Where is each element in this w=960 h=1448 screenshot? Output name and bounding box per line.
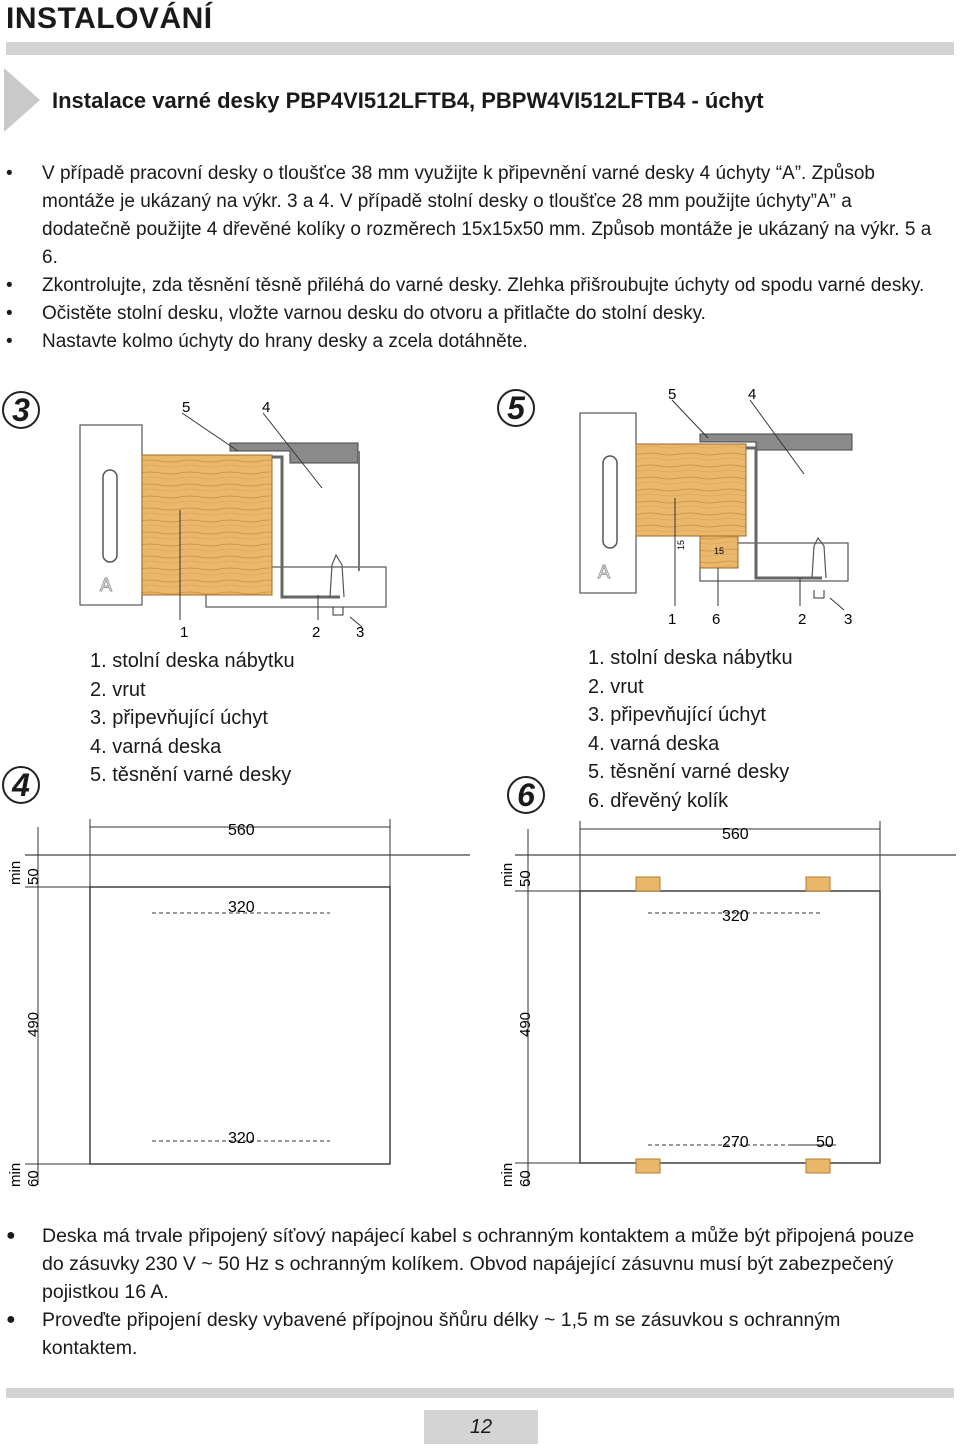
dim-bottom-label: min [499,1163,516,1187]
legend-item: 1. stolní deska nábytku [90,650,295,672]
figure-6-cutout-diagram: 560 320 270 50 min 50 490 min 60 [499,821,956,1187]
callout-5: 5 [668,386,676,403]
dim-top-offset: 50 [25,868,42,885]
dim-height: 490 [517,1012,534,1037]
instruction-item: • Zkontrolujte, zda těsnění těsně přiléhá… [0,272,960,300]
callout-6: 6 [712,611,720,628]
dim-bottom-offset: 60 [25,1170,42,1187]
dim-top-label: min [499,863,516,887]
callout-2: 2 [798,611,806,628]
dowel-dim-b: 15 [676,540,686,550]
instruction-item: • V případě pracovní desky o tloušťce 38 … [0,160,960,272]
figure-6-legend: 1. stolní deska nábytku 2. vrut 3. připe… [588,644,793,815]
note-text: Deska má trvale připojený síťový napájec… [42,1225,915,1303]
figure-3-clip-diagram: 5 4 1 2 3 A [79,399,387,641]
bullet-icon: • [6,331,13,352]
dim-inner-top: 320 [228,899,255,916]
instruction-text: Zkontrolujte, zda těsnění těsně přiléhá … [42,275,925,296]
note-text: Proveďte připojení desky vybavené přípoj… [42,1309,841,1359]
dim-bottom-label: min [7,1163,24,1187]
dim-top-label: min [7,861,24,885]
legend-item: 2. vrut [90,678,146,701]
bullet-icon: • [6,275,13,296]
clip-letter: A [598,562,610,582]
dowel-dim-a: 15 [714,546,724,556]
figure-3-number: 3 [2,391,40,429]
figure-4-cutout-diagram: 560 320 320 min 50 490 min 60 [7,819,470,1187]
bullet-icon: ● [6,1227,16,1244]
legend-item: 4. varná deska [90,735,222,758]
notes-list: ● Deska má trvale připojený síťový napáje… [0,1222,960,1362]
dim-inner-bottom: 270 [722,1134,749,1151]
legend-item: 3. připevňující úchyt [90,707,268,729]
legend-item: 5. těsnění varné desky [588,761,790,783]
dim-inner-bottom: 320 [228,1130,255,1147]
footer-rule [6,1388,954,1398]
legend-item: 6. dřevěný kolík [588,789,729,812]
page-number: 12 [424,1410,538,1444]
callout-3: 3 [356,624,364,641]
instruction-text: Očistěte stolní desku, vložte varnou des… [42,303,706,324]
legend-item: 5. těsnění varné desky [90,764,292,786]
figure-5-clip-diagram: 5 4 1 6 2 3 15 15 A [579,386,853,628]
legend-item: 1. stolní deska nábytku [588,647,793,669]
clip-letter: A [100,575,112,595]
note-item: ● Proveďte připojení desky vybavené přípo… [0,1306,960,1362]
dim-top-offset: 50 [517,870,534,887]
dim-width: 560 [228,822,255,839]
legend-item: 4. varná deska [588,732,720,755]
section-title: Instalace varné desky PBP4VI512LFTB4, PB… [52,88,764,113]
callout-3: 3 [844,611,852,628]
callout-1: 1 [180,624,188,641]
callout-5: 5 [182,399,190,416]
instruction-item: • Nastavte kolmo úchyty do hrany desky a … [0,328,960,356]
page-title: INSTALOVÁNÍ [6,2,213,35]
callout-4: 4 [748,386,756,403]
header-rule [6,42,954,55]
instruction-text: V případě pracovní desky o tloušťce 38 m… [42,163,932,268]
instruction-list: • V případě pracovní desky o tloušťce 38 … [0,160,960,356]
callout-1: 1 [668,611,676,628]
callout-2: 2 [312,624,320,641]
instruction-text: Nastavte kolmo úchyty do hrany desky a z… [42,331,528,352]
instruction-item: • Očistěte stolní desku, vložte varnou de… [0,300,960,328]
dim-height: 490 [25,1012,42,1037]
dim-dowel-offset: 50 [816,1134,834,1151]
callout-4: 4 [262,399,270,416]
figure-5-number: 5 [497,389,535,427]
dim-inner-top: 320 [722,908,749,925]
dim-bottom-offset: 60 [517,1170,534,1187]
bullet-icon: ● [6,1311,16,1328]
bullet-icon: • [6,163,13,184]
section-arrow-icon [4,68,40,132]
figure-4-number: 4 [2,766,40,804]
dim-width: 560 [722,826,749,843]
note-item: ● Deska má trvale připojený síťový napáje… [0,1222,960,1306]
legend-item: 3. připevňující úchyt [588,704,766,726]
figure-4-legend: 1. stolní deska nábytku 2. vrut 3. připe… [90,647,295,790]
legend-item: 2. vrut [588,675,644,698]
figure-6-number: 6 [507,776,545,814]
bullet-icon: • [6,303,13,324]
